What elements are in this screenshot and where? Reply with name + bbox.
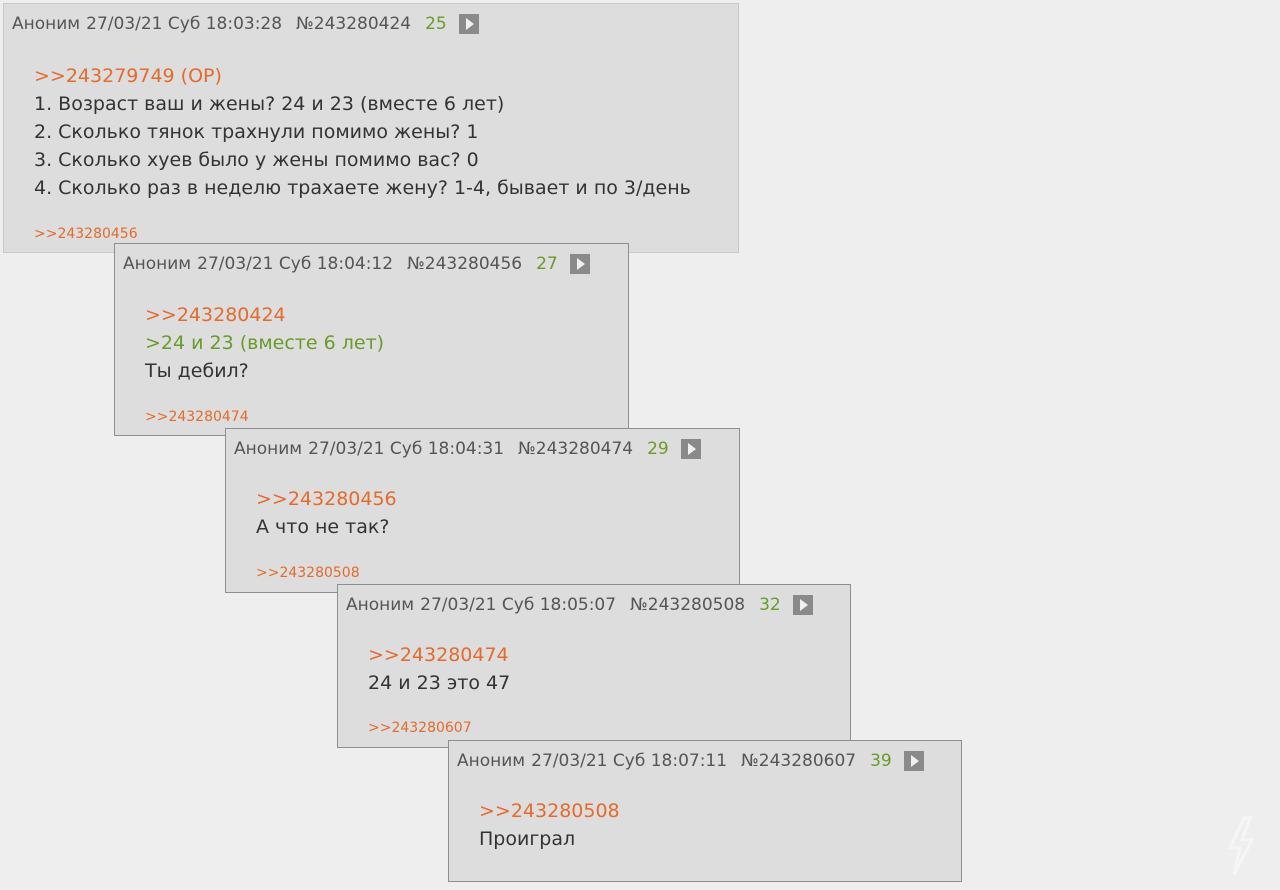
post-header: Аноним 27/03/21 Суб 18:07:11 №243280607 …	[457, 751, 924, 771]
play-icon[interactable]	[569, 254, 590, 274]
post-number[interactable]: №243280424	[296, 14, 412, 34]
post-count: 29	[647, 439, 669, 459]
post-body: >>243279749 (OP) 1. Возраст ваш и жены? …	[34, 62, 691, 202]
play-icon[interactable]	[903, 751, 924, 771]
post-body: >>243280474 24 и 23 это 47	[368, 641, 510, 697]
post-author: Аноним	[12, 14, 81, 34]
post-datetime: 27/03/21 Суб 18:05:07	[420, 595, 617, 615]
reply-link[interactable]: >>243280456	[256, 488, 397, 510]
post-number[interactable]: №243280508	[630, 595, 746, 615]
post-line: 2. Сколько тянок трахнули помимо жены? 1	[34, 121, 479, 143]
post-line: А что не так?	[256, 516, 390, 538]
post-number[interactable]: №243280474	[518, 439, 634, 459]
backlink[interactable]: >>243280474	[145, 409, 249, 425]
play-icon[interactable]	[792, 595, 813, 615]
reply-link[interactable]: >>243280424	[145, 304, 286, 326]
play-icon[interactable]	[458, 14, 479, 34]
post-datetime: 27/03/21 Суб 18:07:11	[531, 751, 728, 771]
post-line: 3. Сколько хуев было у жены помимо вас? …	[34, 149, 479, 171]
reply-link[interactable]: >>243279749 (OP)	[34, 65, 222, 87]
post-243280424: Аноним 27/03/21 Суб 18:03:28 №243280424 …	[3, 3, 739, 253]
post-body: >>243280456 А что не так?	[256, 485, 397, 541]
post-243280508: Аноним 27/03/21 Суб 18:05:07 №243280508 …	[337, 584, 851, 748]
backlink[interactable]: >>243280508	[256, 565, 360, 581]
post-header: Аноним 27/03/21 Суб 18:03:28 №243280424 …	[12, 14, 479, 34]
post-243280456: Аноним 27/03/21 Суб 18:04:12 №243280456 …	[114, 243, 629, 436]
play-icon[interactable]	[680, 439, 701, 459]
post-header: Аноним 27/03/21 Суб 18:04:31 №243280474 …	[234, 439, 701, 459]
post-number[interactable]: №243280456	[407, 254, 523, 274]
post-author: Аноним	[457, 751, 526, 771]
post-line: Проиграл	[479, 828, 576, 850]
greentext-quote: >24 и 23 (вместе 6 лет)	[145, 332, 385, 354]
post-body: >>243280424 >24 и 23 (вместе 6 лет) Ты д…	[145, 301, 384, 385]
post-datetime: 27/03/21 Суб 18:04:12	[197, 254, 394, 274]
post-author: Аноним	[346, 595, 415, 615]
reply-link[interactable]: >>243280508	[479, 800, 620, 822]
post-number[interactable]: №243280607	[741, 751, 857, 771]
post-author: Аноним	[234, 439, 303, 459]
post-line: Ты дебил?	[145, 360, 249, 382]
post-count: 25	[425, 14, 447, 34]
lightning-watermark-icon	[1227, 816, 1255, 875]
post-line: 1. Возраст ваш и жены? 24 и 23 (вместе 6…	[34, 93, 505, 115]
post-body: >>243280508 Проиграл	[479, 797, 620, 853]
post-count: 32	[759, 595, 781, 615]
post-243280474: Аноним 27/03/21 Суб 18:04:31 №243280474 …	[225, 428, 740, 593]
post-datetime: 27/03/21 Суб 18:03:28	[86, 14, 283, 34]
post-243280607: Аноним 27/03/21 Суб 18:07:11 №243280607 …	[448, 740, 962, 882]
post-count: 39	[870, 751, 892, 771]
post-line: 24 и 23 это 47	[368, 672, 511, 694]
post-header: Аноним 27/03/21 Суб 18:05:07 №243280508 …	[346, 595, 813, 615]
post-line: 4. Сколько раз в неделю трахаете жену? 1…	[34, 177, 691, 199]
reply-link[interactable]: >>243280474	[368, 644, 509, 666]
backlink[interactable]: >>243280607	[368, 720, 472, 736]
post-author: Аноним	[123, 254, 192, 274]
post-header: Аноним 27/03/21 Суб 18:04:12 №243280456 …	[123, 254, 590, 274]
post-datetime: 27/03/21 Суб 18:04:31	[308, 439, 505, 459]
post-count: 27	[536, 254, 558, 274]
backlink[interactable]: >>243280456	[34, 226, 138, 242]
